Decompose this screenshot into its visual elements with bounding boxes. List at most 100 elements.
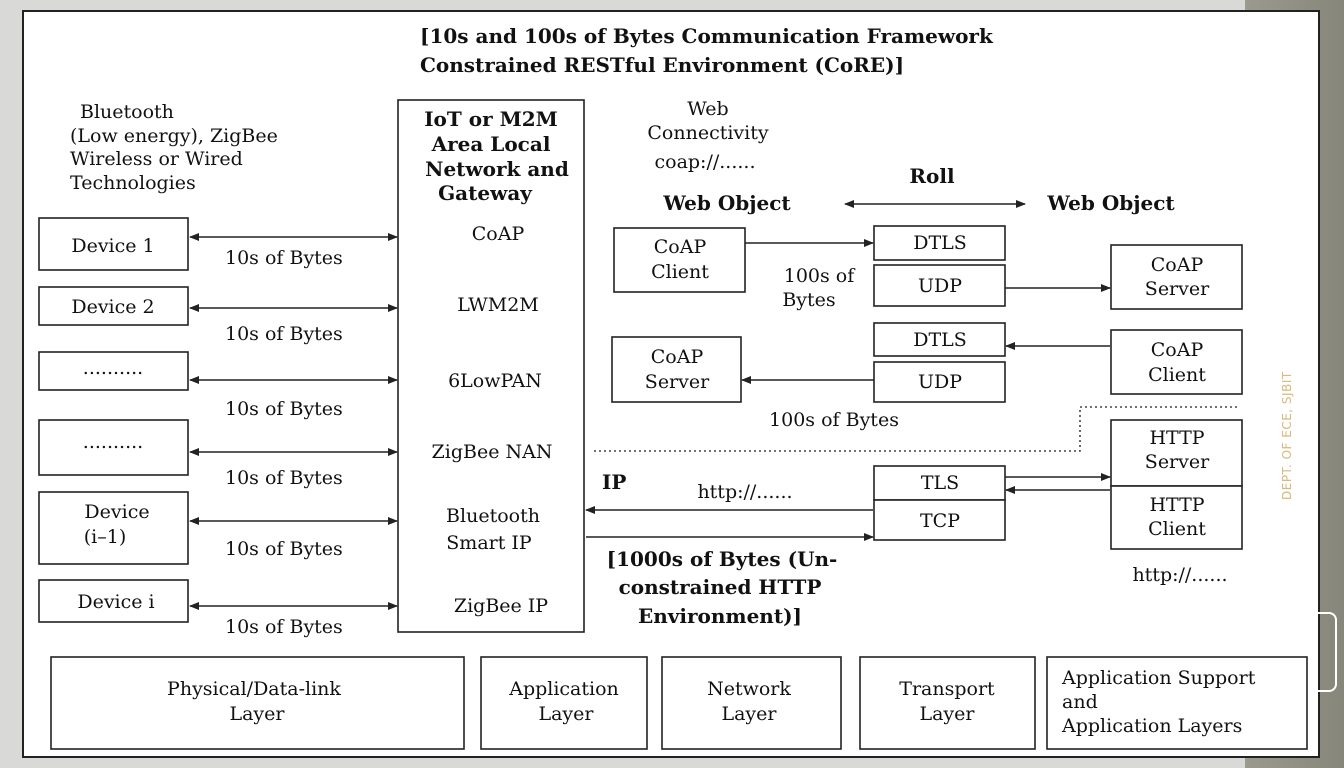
- coap-server-label: Server: [1145, 278, 1210, 300]
- layer-label: Layer: [721, 703, 777, 725]
- web-object-right: Web Object: [1046, 191, 1175, 215]
- coap-server-label: Server: [645, 371, 710, 393]
- device-label: Device 2: [71, 296, 154, 318]
- tls-label: TLS: [921, 472, 959, 494]
- device-box: [38, 286, 189, 326]
- gateway-title-line: Area Local: [431, 132, 551, 156]
- http-client-label: HTTP: [1149, 494, 1204, 516]
- udp-box: [873, 361, 1006, 403]
- gateway-protocol: CoAP: [472, 223, 525, 245]
- gateway-protocol: Bluetooth: [446, 505, 540, 527]
- tcp-label: TCP: [920, 510, 960, 532]
- left-tech-line: Technologies: [70, 172, 196, 194]
- http-server-box: [1110, 419, 1243, 487]
- gateway-protocol: ZigBee NAN: [432, 441, 553, 463]
- coap-client-label: Client: [1148, 364, 1206, 386]
- layer-box: [859, 656, 1036, 750]
- dtls-box: [873, 322, 1006, 357]
- dtls-label: DTLS: [913, 232, 967, 254]
- header-line-1: [10s and 100s of Bytes Communication Fra…: [420, 24, 994, 48]
- bytes-100-label: 100s of: [784, 265, 856, 287]
- left-tech-line: Wireless or Wired: [70, 148, 243, 170]
- coap-server-label: CoAP: [1151, 254, 1204, 276]
- bytes-100-label: 100s of Bytes: [769, 409, 899, 431]
- layer-label: Layer: [538, 703, 594, 725]
- http-url-right: http://......: [1132, 564, 1227, 586]
- web-connectivity-line: Web: [687, 98, 728, 120]
- bytes-1000-label: [1000s of Bytes (Un-: [607, 547, 838, 571]
- coap-client-label: Client: [651, 261, 709, 283]
- gateway-protocol: 6LowPAN: [448, 370, 542, 392]
- layer-label: Physical/Data-link: [167, 678, 341, 700]
- http-url-mid: http://......: [697, 481, 792, 503]
- udp-label: UDP: [918, 275, 962, 297]
- layer-label: Application Layers: [1061, 715, 1242, 737]
- left-tech-line: (Low energy), ZigBee: [70, 125, 278, 147]
- coap-client-box: [1110, 329, 1243, 395]
- layer-label: and: [1062, 691, 1098, 713]
- tls-box: [873, 465, 1006, 501]
- layer-label: Transport: [899, 678, 995, 700]
- left-technologies: Bluetooth (Low energy), ZigBee Wireless …: [70, 101, 278, 194]
- http-client-box: [1110, 485, 1243, 550]
- left-tech-line: Bluetooth: [80, 101, 174, 123]
- bytes-label: 10s of Bytes: [225, 467, 343, 489]
- gateway-protocol: ZigBee IP: [454, 595, 548, 617]
- device-label: Device i: [77, 591, 154, 613]
- coap-server-box: [611, 336, 742, 403]
- gateway-title-line: Gateway: [438, 181, 533, 205]
- gateway-protocol: Smart IP: [446, 532, 532, 554]
- roll-label: Roll: [909, 164, 955, 188]
- device-box: [38, 217, 189, 271]
- http-server-label: HTTP: [1149, 427, 1204, 449]
- dtls-label: DTLS: [913, 329, 967, 351]
- coap-client-box: [613, 227, 746, 293]
- http-client-label: Client: [1148, 518, 1206, 540]
- device-box: [38, 351, 189, 391]
- bytes-label: 10s of Bytes: [225, 538, 343, 560]
- layer-box: [480, 656, 648, 750]
- bytes-label: 10s of Bytes: [225, 323, 343, 345]
- bytes-label: 10s of Bytes: [225, 616, 343, 638]
- ip-label: IP: [602, 470, 626, 494]
- coap-server-box: [1110, 244, 1243, 310]
- device-box: [38, 491, 189, 565]
- web-connectivity-line: coap://......: [654, 151, 755, 173]
- device-label: (i–1): [84, 526, 127, 548]
- web-connectivity-line: Connectivity: [647, 122, 768, 144]
- bytes-100-label: Bytes: [782, 289, 835, 311]
- gateway-protocol: LWM2M: [457, 294, 539, 316]
- device-label: Device: [84, 501, 149, 523]
- bytes-label: 10s of Bytes: [225, 398, 343, 420]
- coap-client-label: CoAP: [654, 236, 707, 258]
- layer-label: Layer: [229, 703, 285, 725]
- layer-label: Network: [707, 678, 791, 700]
- layer-box: [661, 656, 842, 750]
- bytes-1000-label: constrained HTTP: [619, 575, 822, 599]
- dotted-link: [594, 406, 1240, 452]
- web-object-left: Web Object: [662, 191, 791, 215]
- layer-box: [50, 656, 465, 750]
- layer-label: Layer: [919, 703, 975, 725]
- layer-row: Physical/Data-link Layer Application Lay…: [50, 656, 1308, 750]
- device-list: Device 1 10s of Bytes Device 2 10s of By…: [38, 217, 398, 638]
- tcp-box: [873, 499, 1006, 541]
- gateway-box: IoT or M2M Area Local Network and Gatewa…: [397, 99, 585, 633]
- device-label: ..........: [83, 357, 143, 379]
- gateway-title-line: IoT or M2M: [424, 107, 558, 131]
- coap-client-label: CoAP: [1151, 339, 1204, 361]
- header-line-2: Constrained RESTful Environment (CoRE)]: [420, 53, 904, 77]
- device-box: [38, 419, 189, 476]
- udp-label: UDP: [918, 371, 962, 393]
- device-label: Device 1: [71, 235, 154, 257]
- device-box: [38, 579, 189, 623]
- layer-box: [1046, 656, 1308, 750]
- http-server-label: Server: [1145, 451, 1210, 473]
- layer-label: Application Support: [1061, 667, 1256, 689]
- coap-server-label: CoAP: [651, 346, 704, 368]
- gateway-title-line: Network and: [425, 157, 569, 181]
- bytes-1000-label: Environment)]: [638, 604, 802, 628]
- dtls-box: [873, 225, 1006, 261]
- layer-label: Application: [508, 678, 619, 700]
